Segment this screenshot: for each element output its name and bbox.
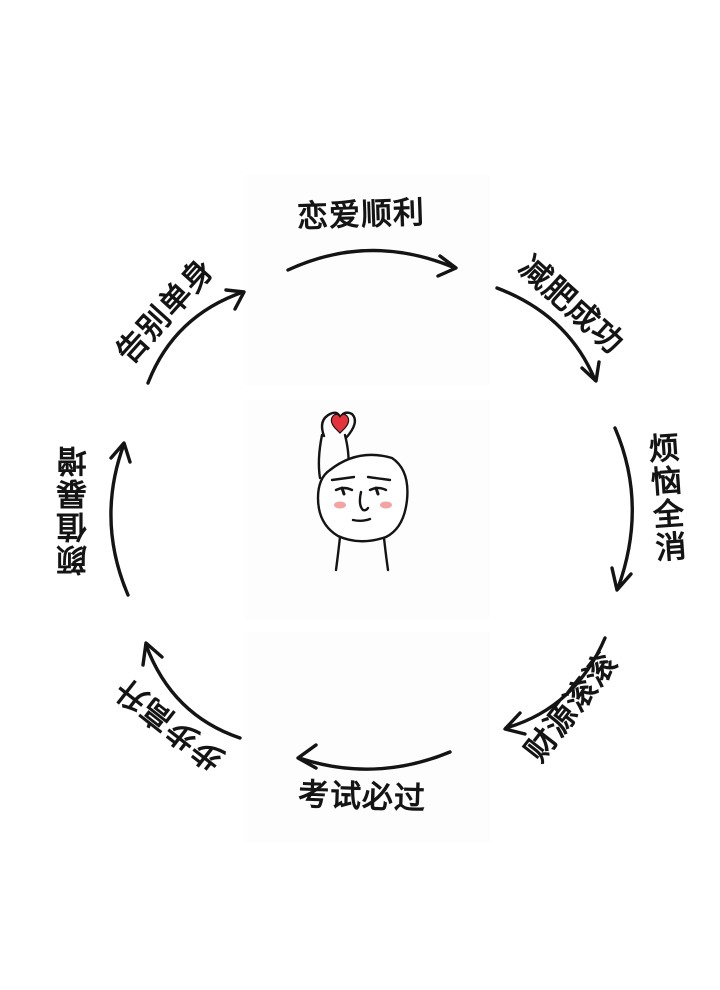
panel-bottom [245,632,490,842]
panel-top-left [245,175,490,385]
arrow-left [109,442,130,597]
arrow-top-left [146,290,245,385]
arrow-bottom-left [144,643,242,740]
arrow-bottom [297,750,452,771]
arrow-right [613,426,634,590]
arrow-top-right [495,286,597,382]
arrow-top [286,248,457,272]
arrow-bottom-right [504,636,607,730]
heart-icon [330,413,350,434]
